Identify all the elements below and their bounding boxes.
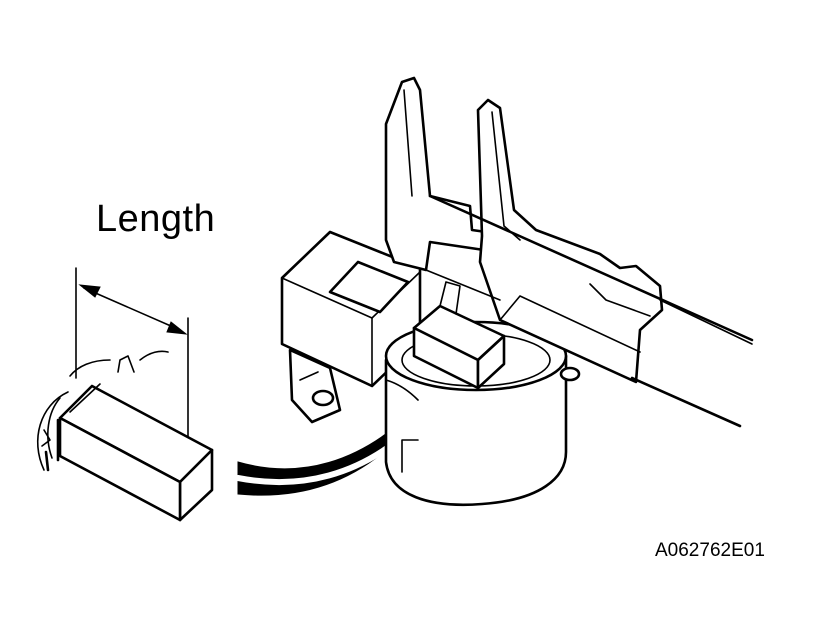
caliper-sliding-jaw-edge — [491, 111, 521, 241]
caliper-beam-lower-left — [425, 269, 501, 301]
holder-cylinder — [384, 354, 568, 506]
rotation-end-mark — [44, 450, 50, 472]
caliper-fixed-jaw — [384, 76, 488, 272]
dimension-arrowhead-left — [78, 284, 101, 298]
mounting-hole — [311, 389, 335, 407]
dimension-line — [83, 287, 181, 331]
installed-brush-end — [476, 334, 506, 390]
brush-edge-bevel — [69, 383, 101, 413]
brush-spring-lead — [439, 281, 461, 315]
rotation-curve-inner — [47, 397, 61, 459]
holder-housing-top-pad — [328, 260, 410, 314]
holder-cylinder-shade — [385, 379, 419, 401]
rotation-tick — [41, 429, 51, 447]
brush-lead — [117, 355, 135, 373]
rotation-curve-outer — [36, 391, 69, 471]
caliper-beam-top — [428, 194, 754, 342]
caliper-slider-step — [499, 295, 641, 353]
caliper-sliding-jaw — [476, 98, 664, 384]
brush-detail — [36, 267, 214, 522]
caliper-fixed-jaw-edge — [403, 89, 413, 197]
caliper-beam-scale — [659, 299, 753, 345]
caliper-beam-bottom — [630, 376, 742, 428]
mounting-tab-edge — [299, 371, 319, 381]
caliper-slider-groove — [589, 283, 651, 317]
brush-lead-end — [139, 350, 169, 361]
dimension-label-length: Length — [96, 198, 216, 240]
brush-front-face — [58, 416, 182, 522]
holder-cylinder-slot — [401, 439, 419, 473]
figure-code: A062762E01 — [655, 540, 765, 561]
holder-rivet — [559, 366, 581, 382]
rotation-curve-top — [69, 359, 111, 377]
brush-holder-assembly — [280, 76, 754, 506]
dimension-arrowhead-right — [166, 321, 188, 335]
